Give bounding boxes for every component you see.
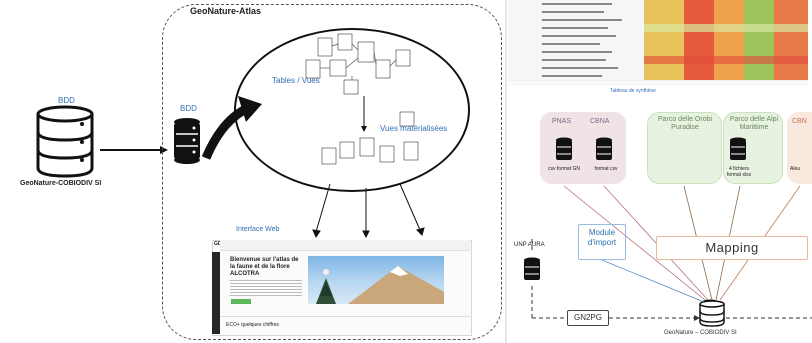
source-db-icon [36, 105, 94, 178]
import-module-box: Module d'import [578, 224, 626, 260]
source-label-pnas: PNAS [552, 118, 572, 125]
cbn-caption: Aleu [790, 166, 801, 172]
unp-db-icon [523, 257, 541, 281]
web-hero-photo [308, 256, 444, 304]
target-caption: GeoNature – COBIODIV SI [664, 330, 737, 336]
alpi-db-icon [729, 137, 747, 161]
tables-label: Tables / Vues [272, 76, 320, 85]
mountain-scene-icon [316, 266, 444, 304]
database-schema-circle [234, 28, 470, 192]
pnas-caption: csv format GN [548, 166, 580, 172]
source-label-cbn: CBN [792, 118, 807, 125]
source-group-orobi [647, 112, 722, 184]
unp-label: UNP AURA [514, 242, 545, 248]
synthesis-table-svg [508, 0, 808, 81]
cbna-db-icon [595, 137, 613, 161]
synthesis-table-image [508, 0, 808, 86]
web-body-text [230, 280, 302, 296]
web-logo: GDM [214, 241, 226, 247]
atlas-container [162, 4, 502, 340]
atlas-title: GeoNature-Atlas [190, 6, 262, 16]
web-headline: Bienvenue sur l'atlas de la faune et de … [230, 257, 299, 277]
web-footer-text: ECO+ quelques chiffres [226, 322, 279, 328]
web-footer-rule [220, 316, 470, 317]
pnas-db-icon [555, 137, 573, 161]
source-label-orobi: Parco delle Orobi Puradise [657, 116, 713, 131]
source-group-cbn [787, 112, 812, 184]
web-interface-label: Interface Web [236, 226, 280, 233]
table-caption: Tableau de synthèse [610, 88, 656, 94]
source-label-cbna: CBNA [590, 118, 610, 125]
web-sidebar [212, 252, 220, 334]
gn2pg-box: GN2PG [567, 310, 609, 326]
arrows-to-web-interface [312, 183, 425, 239]
web-green-button [231, 299, 251, 304]
target-db-outline [699, 300, 725, 327]
source-db-label: BDD [58, 96, 75, 105]
cbna-caption: format csv [594, 166, 618, 172]
mapping-box: Mapping [656, 236, 808, 260]
source-db-caption: GeoNature-COBIODIV SI [20, 180, 102, 187]
arrowhead-to-target [694, 315, 700, 321]
source-label-alpi: Parco delle Alpi Marittime [729, 116, 779, 131]
dashed-connections [531, 236, 812, 319]
web-topbar [220, 240, 470, 251]
panel-divider [505, 0, 507, 343]
atlas-db-label: BDD [180, 104, 197, 113]
atlas-db-icon [174, 118, 200, 164]
materialized-views-label: Vues matérialisées [380, 124, 448, 133]
alpi-caption: 4 fichiers format xlsx [726, 166, 752, 178]
